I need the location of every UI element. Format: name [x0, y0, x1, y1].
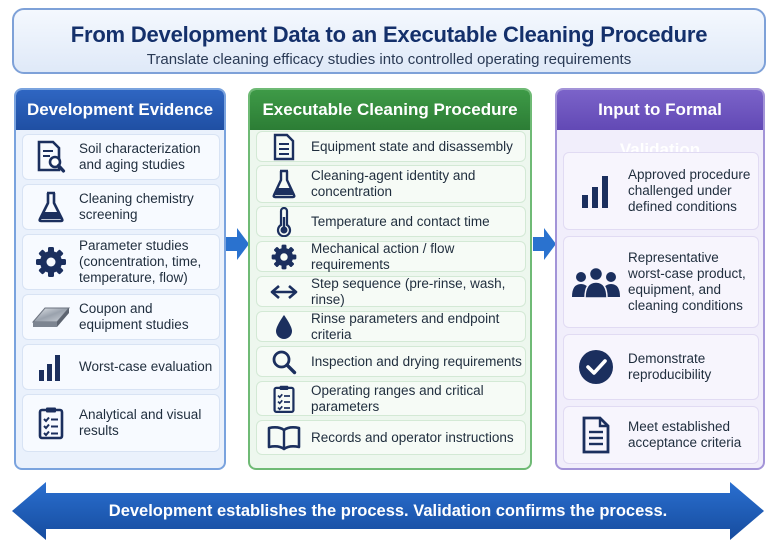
middle-item-label: Cleaning-agent identity and concentratio…	[311, 168, 476, 199]
people-group-icon	[564, 266, 628, 298]
document-magnifier-icon	[23, 140, 79, 174]
middle-item-label: Records and operator instructions	[311, 429, 514, 445]
left-item-label: Worst-case evaluation	[79, 359, 213, 374]
right-item-label: Approved procedure challenged under defi…	[628, 167, 751, 214]
left-item-chemistry: Cleaning chemistry screening	[22, 184, 220, 230]
clipboard-checklist-icon	[257, 384, 311, 414]
left-item-analytical: Analytical and visual results	[22, 394, 220, 452]
right-item-label: Meet established acceptance criteria	[628, 419, 742, 450]
flow-arrow-icon	[533, 228, 556, 260]
middle-item-inspection: Inspection and drying requirements	[256, 346, 526, 377]
middle-item-equipment: Equipment state and disassembly	[256, 131, 526, 162]
title-banner: From Development Data to an Executable C…	[12, 8, 766, 74]
right-item-label: Representative worst-case product, equip…	[628, 250, 746, 313]
middle-item-records: Records and operator instructions	[256, 420, 526, 455]
double-headed-arrow-icon	[12, 482, 764, 540]
left-item-soil: Soil characterization and aging studies	[22, 134, 220, 180]
middle-item-temperature: Temperature and contact time	[256, 206, 526, 237]
flask-icon	[23, 190, 79, 224]
left-item-label: Parameter studies (concentration, time, …	[79, 238, 202, 285]
left-item-worst-case: Worst-case evaluation	[22, 344, 220, 390]
left-item-label: Soil characterization and aging studies	[79, 141, 201, 172]
checklist-icon	[23, 406, 79, 440]
middle-item-label: Temperature and contact time	[311, 213, 490, 229]
right-item-label: Demonstrate reproducibility	[628, 351, 712, 382]
middle-item-label: Inspection and drying requirements	[311, 353, 522, 369]
middle-item-operating-ranges: Operating ranges and critical parameters	[256, 381, 526, 416]
middle-item-label: Equipment state and disassembly	[311, 138, 513, 154]
middle-item-label: Mechanical action / flow requirements	[311, 240, 455, 272]
gear-icon	[257, 243, 311, 271]
thermometer-icon	[257, 206, 311, 237]
middle-item-mechanical: Mechanical action / flow requirements	[256, 241, 526, 272]
bar-chart-icon	[23, 352, 79, 382]
formal-validation-heading: Input to Formal Validation	[557, 90, 763, 159]
flask-icon	[257, 169, 311, 199]
middle-item-rinse: Rinse parameters and endpoint criteria	[256, 311, 526, 342]
left-item-label: Analytical and visual results	[79, 407, 202, 438]
document-icon	[564, 416, 628, 454]
left-item-label: Cleaning chemistry screening	[79, 191, 194, 222]
middle-item-label: Step sequence (pre-rinse, wash, rinse)	[311, 275, 506, 307]
banner-text: Development establishes the process. Val…	[108, 502, 668, 520]
right-item-acceptance: Meet established acceptance criteria	[563, 406, 759, 464]
flow-arrow-icon	[226, 228, 249, 260]
formal-validation-panel: Input to Formal Validation Approved proc…	[555, 88, 765, 470]
page-subtitle: Translate cleaning efficacy studies into…	[146, 51, 632, 68]
document-icon	[257, 133, 311, 161]
left-item-coupon: Coupon and equipment studies	[22, 294, 220, 340]
magnifier-icon	[257, 349, 311, 375]
bottom-banner: Development establishes the process. Val…	[12, 482, 764, 540]
right-item-reproducibility: Demonstrate reproducibility	[563, 334, 759, 400]
metal-coupon-icon	[23, 302, 79, 332]
development-evidence-panel: Development Evidence Soil characterizati…	[14, 88, 226, 470]
open-book-icon	[257, 425, 311, 451]
right-item-worst-case: Representative worst-case product, equip…	[563, 236, 759, 328]
double-arrow-icon	[257, 283, 311, 301]
middle-item-label: Rinse parameters and endpoint criteria	[311, 310, 500, 342]
middle-item-sequence: Step sequence (pre-rinse, wash, rinse)	[256, 276, 526, 307]
left-item-parameters: Parameter studies (concentration, time, …	[22, 234, 220, 290]
middle-item-agent: Cleaning-agent identity and concentratio…	[256, 165, 526, 203]
check-circle-icon	[564, 349, 628, 385]
development-evidence-heading: Development Evidence	[16, 90, 224, 130]
executable-procedure-heading: Executable Cleaning Procedure	[250, 90, 530, 130]
bar-chart-icon	[564, 173, 628, 209]
middle-item-label: Operating ranges and critical parameters	[311, 382, 484, 414]
right-item-approved: Approved procedure challenged under defi…	[563, 152, 759, 230]
gear-icon	[23, 245, 79, 279]
executable-procedure-panel: Executable Cleaning Procedure Equipment …	[248, 88, 532, 470]
page-title: From Development Data to an Executable C…	[70, 22, 708, 47]
left-item-label: Coupon and equipment studies	[79, 301, 189, 332]
water-drop-icon	[257, 313, 311, 341]
